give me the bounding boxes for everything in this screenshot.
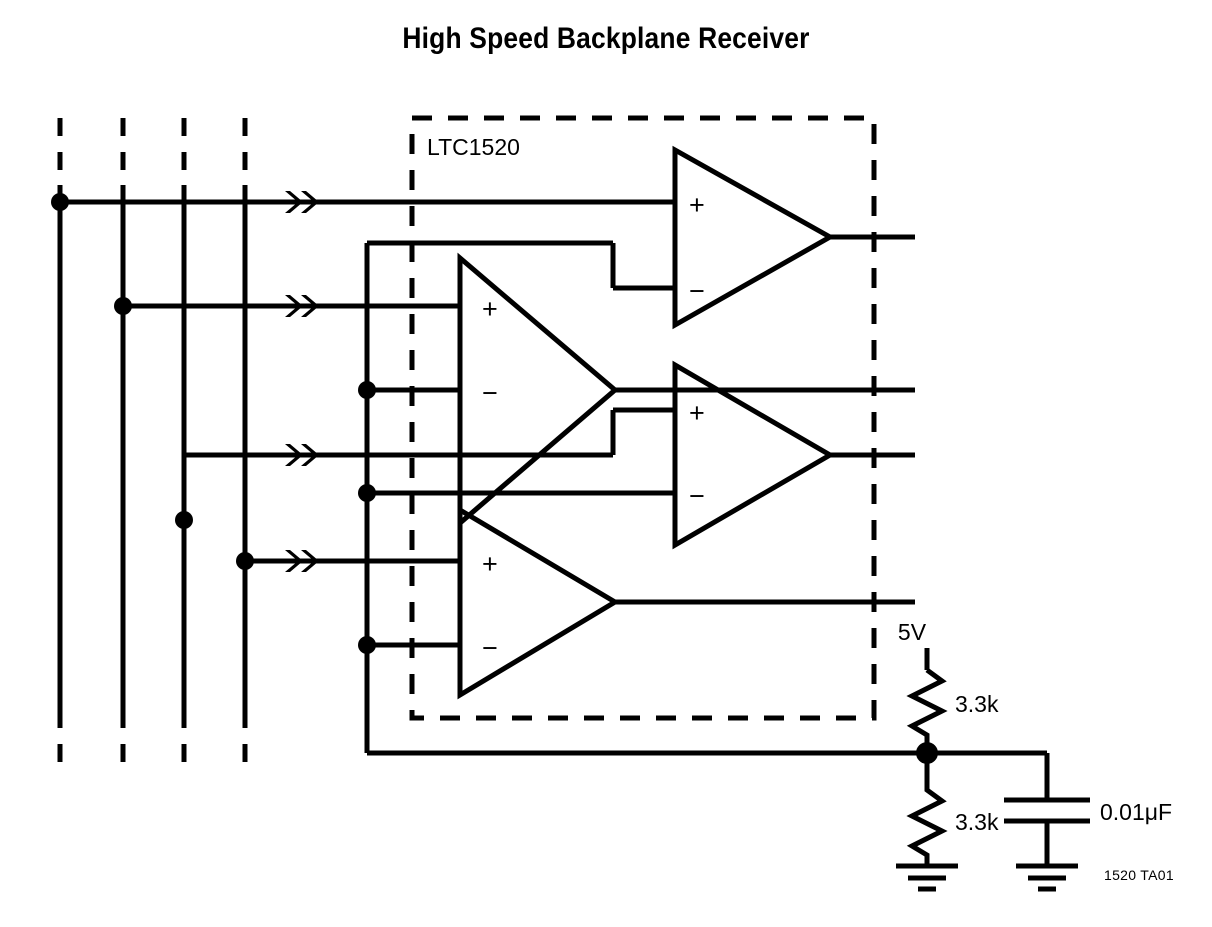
signal-line-3 (184, 407, 675, 458)
ground-1 (896, 863, 958, 892)
comparator-4-minus-sign: − (482, 633, 498, 663)
comparator-2-plus-sign: + (482, 294, 498, 324)
figure-caption: 1520 TA01 (1104, 867, 1174, 883)
resistor-top (906, 667, 948, 753)
junction-dot (358, 636, 376, 654)
comparator-1-plus-sign: + (689, 190, 705, 220)
resistor-bottom (906, 753, 948, 866)
supply-label-5v: 5V (898, 619, 927, 645)
comparator-2-minus-sign: − (482, 378, 498, 408)
comparator-4 (457, 505, 915, 700)
junction-dot (236, 552, 254, 570)
ground-2 (1016, 863, 1078, 892)
junction-dot (916, 742, 938, 764)
comparator-2 (457, 252, 915, 529)
resistor-bottom-value: 3.3k (955, 809, 999, 835)
resistor-top-value: 3.3k (955, 691, 999, 717)
junction-dot (358, 381, 376, 399)
junction-dot (114, 297, 132, 315)
junction-dot (358, 484, 376, 502)
comparator-3-minus-sign: − (689, 481, 705, 511)
junction-dot (51, 193, 69, 211)
capacitor-value: 0.01μF (1100, 799, 1172, 825)
comparator-1-minus-sign: − (689, 276, 705, 306)
bias-rail (364, 240, 927, 756)
ltc1520-package-outline (409, 115, 877, 721)
capacitor-branch (927, 750, 1090, 866)
part-label-ltc1520: LTC1520 (427, 134, 520, 160)
junction-dot (175, 511, 193, 529)
page-title: High Speed Backplane Receiver (402, 22, 810, 55)
comparator-3-plus-sign: + (689, 398, 705, 428)
comparator-1 (672, 145, 915, 330)
comparator-4-plus-sign: + (482, 549, 498, 579)
